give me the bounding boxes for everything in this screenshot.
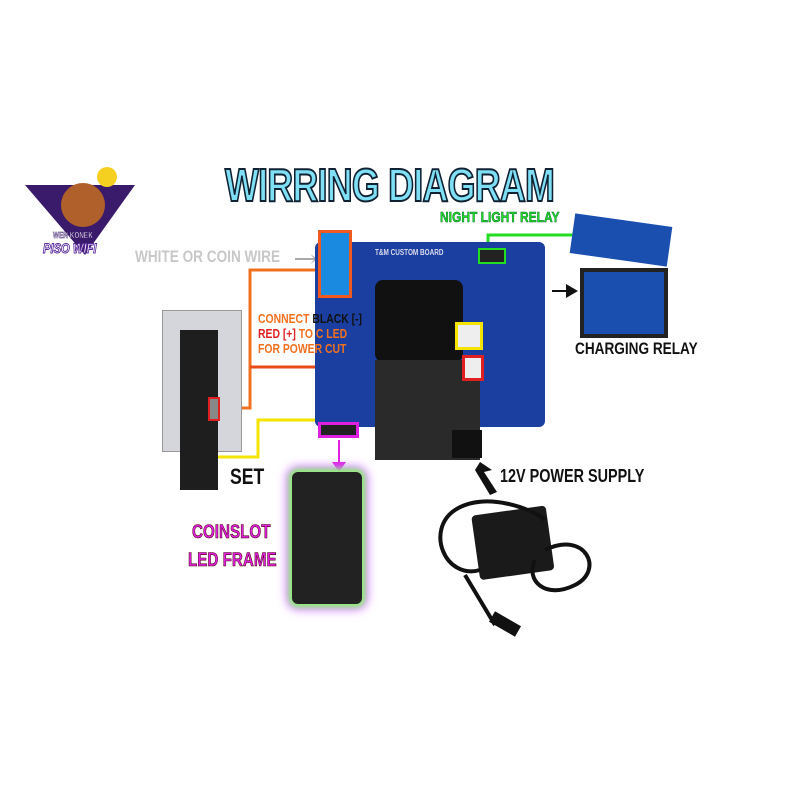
logo: WEN KONEK PISO WIFI [25, 165, 135, 260]
charging-relay-label: CHARGING RELAY [575, 339, 698, 358]
coin-terminal [318, 230, 352, 298]
coinslot-led-frame [292, 472, 362, 604]
connect-note: CONNECT BLACK [-] RED [+] TO C LED FOR P… [258, 311, 362, 356]
charging-relay-module [580, 268, 668, 338]
arrow-to-charging-relay [552, 284, 578, 298]
connect-word: CONNECT [258, 311, 310, 326]
arrow-to-led-frame [332, 440, 346, 472]
led-frame-label: LED FRAME [188, 550, 277, 572]
power-jack [452, 430, 482, 458]
coin-wire-label: WHITE OR COIN WIRE [135, 247, 281, 266]
arrow-coin-wire [295, 254, 318, 264]
coinslot-label: COINSLOT [192, 522, 271, 544]
power-adapter-icon [438, 499, 592, 637]
board-label: T&M CUSTOM BOARD [375, 248, 444, 257]
black-wire-word: BLACK [-] [312, 311, 362, 326]
logo-line2: PISO WIFI [43, 240, 97, 257]
logo-line1: WEN KONEK [53, 231, 93, 241]
page-title: WIRRING DIAGRAM [224, 158, 555, 212]
arrow-to-power-jack [470, 462, 497, 495]
led-connector [318, 422, 359, 438]
charging-connector [455, 322, 483, 350]
coin-slot-connector [208, 397, 220, 421]
night-relay-connector [478, 248, 506, 264]
night-light-label: NIGHT LIGHT RELAY [440, 209, 560, 227]
set-label: SET [230, 464, 265, 489]
custom-board: T&M CUSTOM BOARD [315, 242, 545, 460]
mascot-logo-icon [25, 167, 135, 255]
power-cut-word: FOR POWER CUT [258, 341, 347, 356]
red-wire-word: RED [+] [258, 326, 296, 341]
power-cut-connector [462, 355, 484, 381]
to-c-led-word: TO C LED [298, 326, 348, 341]
fan [375, 280, 463, 362]
power-supply-label: 12V POWER SUPPLY [500, 466, 645, 486]
